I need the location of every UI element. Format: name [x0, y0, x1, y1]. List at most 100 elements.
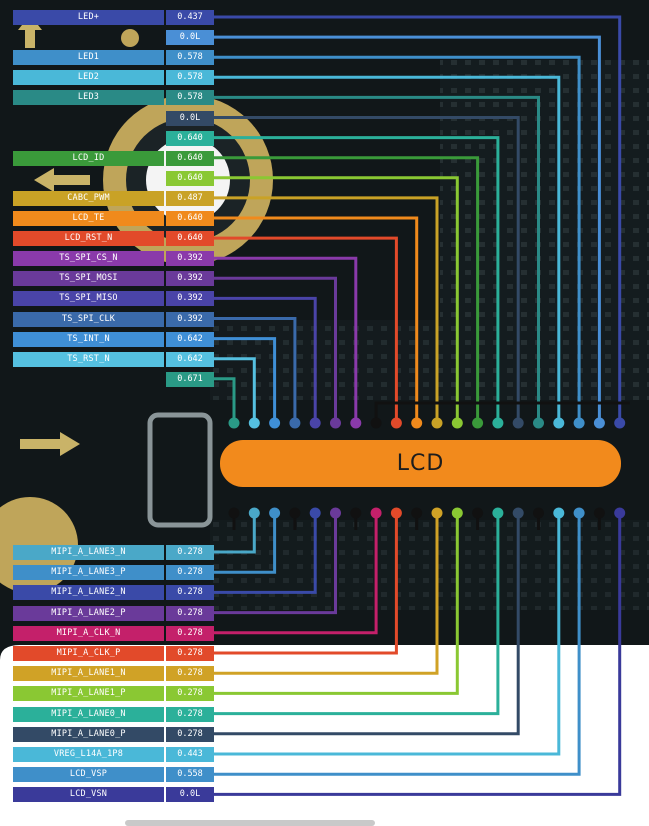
pin-bottom-6	[431, 507, 443, 519]
signal-value: 0.578	[166, 90, 214, 106]
horizontal-scrollbar[interactable]	[125, 820, 375, 826]
pin-bottom-0	[248, 507, 260, 519]
wire-traces	[214, 15, 630, 796]
pin-top-12	[350, 417, 362, 429]
wire-top-17	[214, 357, 256, 423]
pin-bottom-ground-6	[593, 507, 605, 519]
pin-bottom-ground-0	[228, 507, 240, 519]
wire-bottom-10	[214, 513, 561, 756]
signal-value: 0.278	[166, 625, 214, 641]
top_signals-label-6: 0.640	[13, 130, 214, 146]
signal-value: 0.278	[166, 565, 214, 581]
signal-value: 0.642	[166, 351, 214, 367]
signal-value: 0.278	[166, 545, 214, 560]
wire-top-12	[214, 256, 358, 423]
wire-top-18	[214, 377, 236, 423]
signal-value: 0.558	[166, 767, 214, 783]
signal-name	[13, 111, 164, 126]
pin-bottom-2	[309, 507, 321, 519]
top_signals-label-1: 0.0L	[13, 30, 214, 46]
wire-top-4	[214, 95, 540, 423]
signal-name: MIPI_A_LANE2_P	[13, 605, 164, 621]
wire-bottom-5	[214, 513, 398, 655]
pin-bottom-10	[553, 507, 565, 519]
top_signals-label-0: LED+0.437	[13, 10, 214, 25]
wire-top-ground	[374, 401, 630, 423]
signal-name: TS_SPI_MISO	[13, 291, 164, 307]
signal-value: 0.640	[166, 170, 214, 186]
signal-name: LED+	[13, 10, 164, 25]
connector-pins	[228, 417, 626, 519]
signal-value: 0.392	[166, 311, 214, 327]
pin-bottom-12	[614, 507, 626, 519]
pin-top-15	[289, 417, 301, 429]
pin-top-14	[309, 417, 321, 429]
wire-bottom-6	[214, 513, 439, 675]
board-texture-right	[440, 60, 649, 400]
pin-top-11	[390, 417, 402, 429]
top_signals-label-5: 0.0L	[13, 110, 214, 126]
wire-bottom-9	[214, 513, 520, 736]
signal-value: 0.642	[166, 331, 214, 347]
signal-name: MIPI_A_LANE1_P	[13, 686, 164, 702]
signal-value: 0.671	[166, 371, 214, 387]
wire-bottom-11	[214, 513, 581, 776]
pin-top-10	[411, 417, 423, 429]
wire-top-9	[214, 196, 439, 423]
signal-name: LCD_VSP	[13, 767, 164, 783]
signal-name: MIPI_A_LANE3_N	[13, 545, 164, 560]
signal-name: TS_SPI_MOSI	[13, 271, 164, 287]
pin-bottom-3	[330, 507, 341, 519]
lcd-chip	[220, 440, 621, 487]
signal-name: MIPI_A_CLK_N	[13, 625, 164, 641]
signal-value: 0.278	[166, 726, 214, 742]
signal-value: 0.640	[166, 231, 214, 247]
signal-value: 0.0L	[166, 787, 214, 803]
pin-top-3	[553, 417, 565, 429]
pin-bottom-5	[390, 507, 402, 519]
wire-top-10	[214, 216, 419, 423]
signal-name: LCD_ID	[13, 150, 164, 166]
wire-top-2	[214, 55, 581, 423]
signal-name: MIPI_A_CLK_P	[13, 646, 164, 661]
pin-top-8	[451, 417, 463, 429]
signal-name: LED3	[13, 90, 164, 106]
wire-bottom-12	[214, 513, 622, 796]
wire-top-8	[214, 176, 459, 423]
signal-value: 0.640	[166, 130, 214, 146]
signal-value: 0.278	[166, 605, 214, 621]
signal-name: LCD_TE	[13, 211, 164, 226]
signal-value: 0.578	[166, 50, 214, 66]
pin-bottom-11	[573, 507, 585, 519]
signal-value: 0.278	[166, 686, 214, 702]
signal-name: LCD_VSN	[13, 787, 164, 803]
pin-top-2	[573, 417, 585, 429]
pin-top-ground	[370, 417, 382, 429]
silkscreen-arrow-right-icon	[20, 432, 80, 456]
signal-name: MIPI_A_LANE0_N	[13, 706, 164, 722]
wire-bottom-8	[214, 513, 500, 716]
wire-top-0	[214, 15, 622, 423]
signal-value: 0.278	[166, 666, 214, 682]
connector-latch	[147, 412, 213, 528]
signal-name: LED1	[13, 50, 164, 66]
wire-top-13	[214, 276, 337, 423]
signal-value: 0.578	[166, 70, 214, 86]
wire-top-14	[214, 296, 317, 423]
signal-name	[13, 131, 164, 146]
wire-top-16	[214, 337, 277, 423]
signal-value: 0.437	[166, 10, 214, 25]
